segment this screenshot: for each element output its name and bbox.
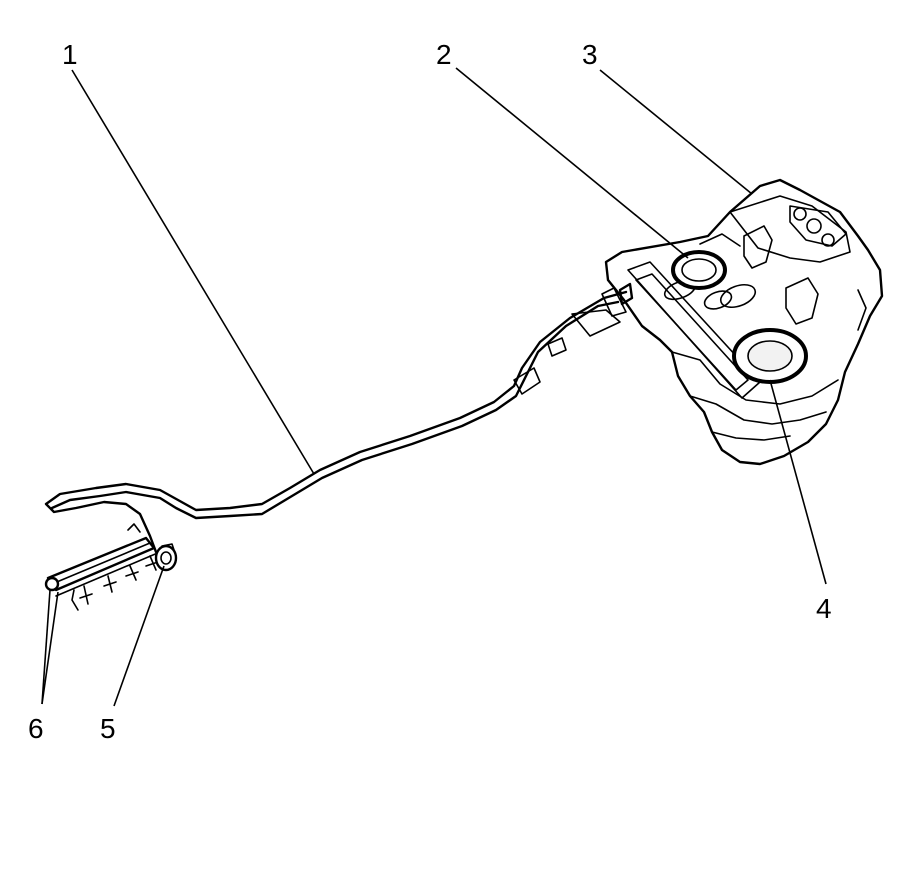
leader-lines [41, 67, 827, 707]
callout-4: 4 [816, 593, 832, 624]
callout-2: 2 [436, 39, 452, 70]
fuel-pump-module [671, 250, 727, 290]
callout-6: 6 [28, 713, 44, 744]
fuel-tank [604, 178, 884, 466]
leader-5 [113, 565, 165, 707]
callout-3: 3 [582, 39, 598, 70]
leader-6a [41, 589, 51, 705]
fuel-injectors [71, 523, 159, 611]
fuel-feed-pipe [44, 287, 628, 554]
callout-1: 1 [62, 39, 78, 70]
leader-4 [769, 379, 827, 585]
fuel-rail [44, 523, 161, 611]
callout-labels: 1 2 3 4 5 6 [28, 39, 832, 744]
fuel-sender-cover [732, 328, 808, 384]
leader-1 [71, 69, 315, 475]
leader-6b [41, 591, 59, 705]
leader-2 [455, 67, 689, 259]
fuel-pressure-connector [154, 543, 178, 572]
callout-5: 5 [100, 713, 116, 744]
leader-3 [599, 69, 753, 195]
